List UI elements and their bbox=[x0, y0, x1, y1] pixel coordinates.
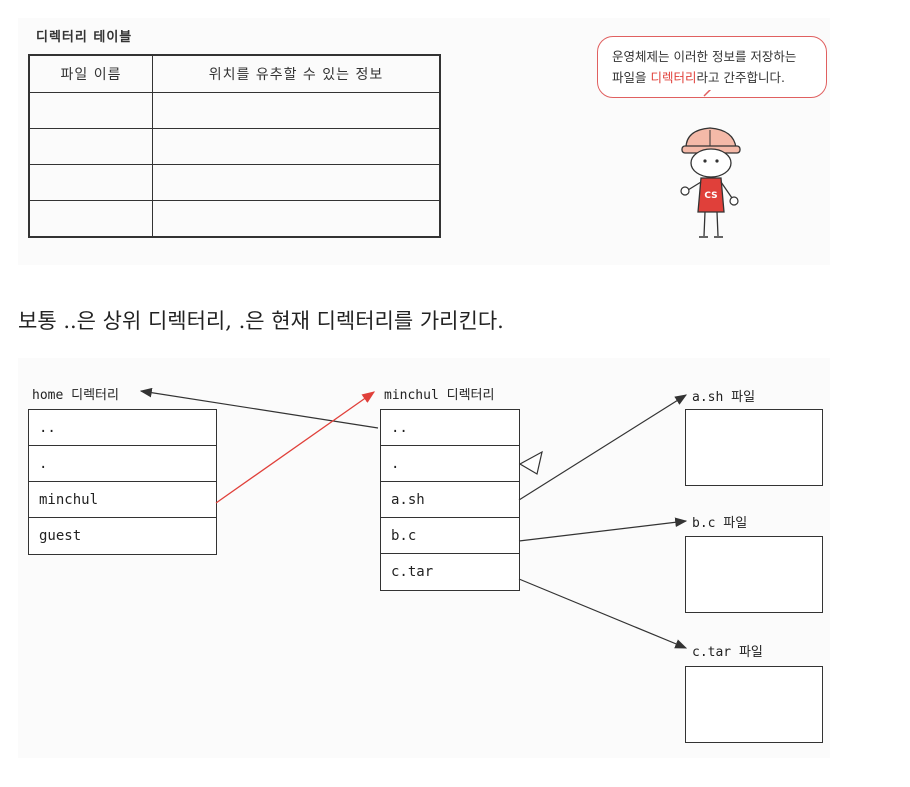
table-cell bbox=[152, 200, 441, 238]
ash-file-label: a.sh 파일 bbox=[692, 390, 756, 405]
bubble-text: 운영체제는 이러한 정보를 저장하는 파일을 디렉터리라고 간주합니다. bbox=[612, 46, 822, 88]
directory-table: 파일 이름 위치를 유추할 수 있는 정보 bbox=[28, 54, 441, 238]
main-sentence: 보통 ..은 상위 디렉터리, .은 현재 디렉터리를 가리킨다. bbox=[18, 309, 504, 333]
ctar-file-label: c.tar 파일 bbox=[692, 645, 763, 660]
table-row bbox=[28, 164, 441, 201]
minchul-directory-box: .. . a.sh b.c c.tar bbox=[380, 409, 520, 591]
bc-file-label: b.c 파일 bbox=[692, 516, 748, 531]
dir-table-title: 디렉터리 테이블 bbox=[36, 30, 133, 45]
minchul-link-arrow bbox=[215, 391, 376, 504]
header-file-name: 파일 이름 bbox=[28, 54, 153, 93]
self-reference-triangle-icon bbox=[518, 450, 543, 475]
home-dir-label: home 디렉터리 bbox=[32, 388, 119, 403]
bubble-line-2-pre: 파일을 bbox=[612, 70, 651, 85]
bc-link-arrow bbox=[518, 517, 688, 542]
bubble-line-2: 파일을 디렉터리라고 간주합니다. bbox=[612, 67, 822, 88]
bubble-line-2-post: 라고 간주합니다. bbox=[696, 70, 785, 85]
minchul-entry-ash: a.sh bbox=[381, 482, 519, 518]
minchul-entry-bc: b.c bbox=[381, 518, 519, 554]
table-cell bbox=[152, 128, 441, 165]
bc-file-box bbox=[685, 536, 823, 613]
hardhat-character-illustration: CS bbox=[680, 90, 741, 238]
minchul-dir-label: minchul 디렉터리 bbox=[384, 388, 495, 403]
home-entry-parent: .. bbox=[29, 410, 216, 446]
minchul-entry-parent: .. bbox=[381, 410, 519, 446]
home-directory-box: .. . minchul guest bbox=[28, 409, 217, 555]
table-header-row: 파일 이름 위치를 유추할 수 있는 정보 bbox=[28, 54, 441, 93]
minchul-entry-ctar: c.tar bbox=[391, 564, 434, 580]
table-cell bbox=[152, 164, 441, 201]
parent-link-arrow bbox=[139, 387, 379, 429]
ctar-file-box bbox=[685, 666, 823, 743]
table-cell bbox=[28, 200, 153, 238]
ash-link-arrow bbox=[518, 394, 688, 501]
header-location-info: 위치를 유추할 수 있는 정보 bbox=[152, 54, 441, 93]
helmet-icon bbox=[685, 127, 737, 149]
home-entry-minchul: minchul bbox=[29, 482, 216, 518]
ctar-link-arrow bbox=[518, 578, 688, 649]
speech-bubble: 운영체제는 이러한 정보를 저장하는 파일을 디렉터리라고 간주합니다. bbox=[597, 36, 827, 98]
table-row bbox=[28, 200, 441, 238]
bubble-line-1: 운영체제는 이러한 정보를 저장하는 bbox=[612, 49, 797, 64]
shirt-label: CS bbox=[704, 191, 717, 201]
minchul-entry-current: . bbox=[381, 446, 519, 482]
home-entry-guest: guest bbox=[39, 528, 82, 544]
home-entry-current: . bbox=[29, 446, 216, 482]
ash-file-box bbox=[685, 409, 823, 486]
bubble-highlight: 디렉터리 bbox=[650, 70, 697, 85]
